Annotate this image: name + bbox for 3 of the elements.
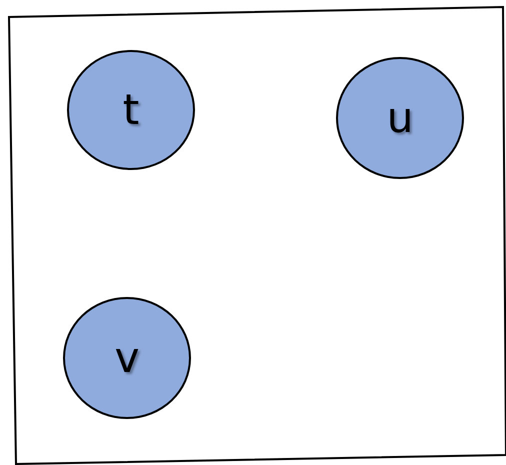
node-label: u	[386, 97, 414, 139]
node-label: v	[114, 337, 140, 379]
node-label: t	[122, 89, 140, 131]
